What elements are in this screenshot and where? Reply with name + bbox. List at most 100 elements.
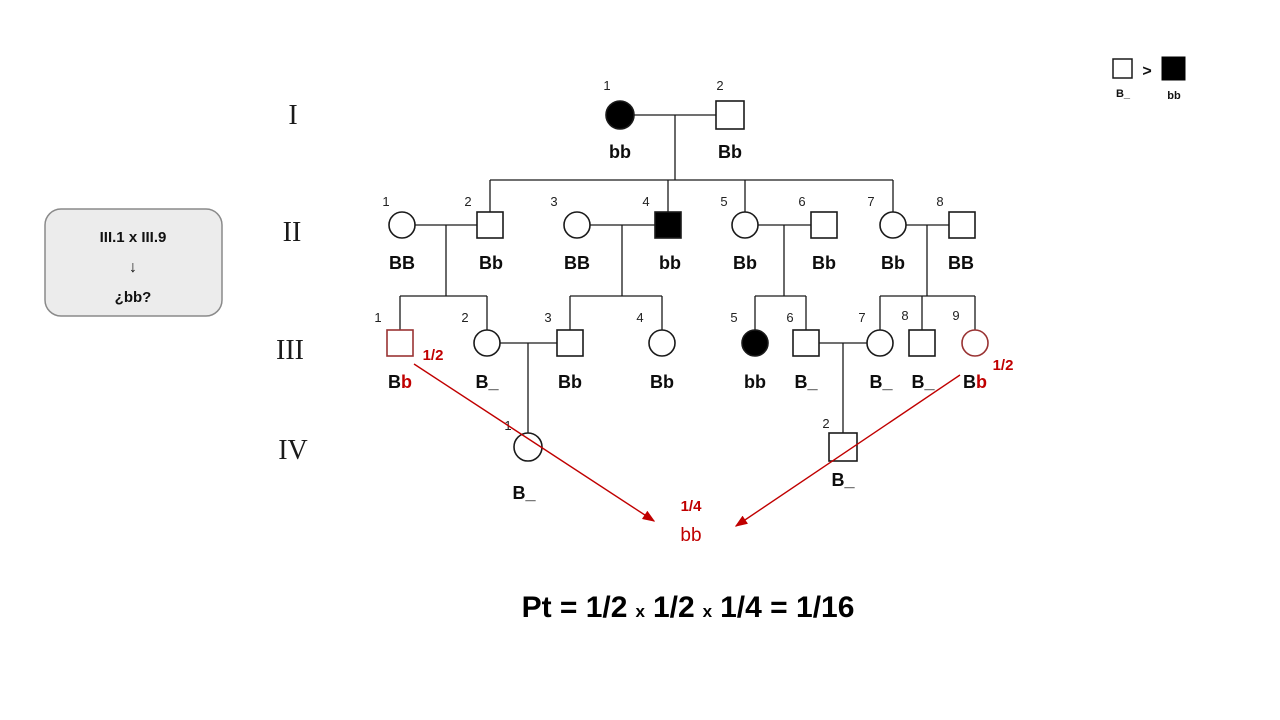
individual-II-6: 6 Bb [798,194,838,273]
individual-genotype: B_ [794,372,818,392]
individual-genotype: BB [564,253,590,273]
individual-genotype: Bb [650,372,674,392]
individual-number: 6 [798,194,805,209]
individual-number: 1 [603,78,610,93]
individual-III-7-symbol [866,329,894,357]
genotype-black-part: B [388,372,401,392]
individual-genotype: BB [389,253,415,273]
generation-label-I: I [288,100,297,131]
individual-number: 1 [374,310,381,325]
generation-label-II: II [283,217,302,248]
individual-number: 3 [550,194,557,209]
formula-part: Pt = 1/2 [522,591,628,624]
result-probability: 1/4 [681,498,703,515]
individual-number: 9 [952,308,959,323]
individual-III-3: 3 Bb [544,310,584,392]
generation-label-IV: IV [278,435,308,466]
question-box-background [44,208,223,317]
individual-II-3-symbol [563,211,591,239]
legend: > B_ bb [1112,56,1186,102]
formula-times: x [635,602,645,621]
individual-number: 2 [822,416,829,431]
family-lines-II7-II8 [879,225,976,330]
individual-II-1-symbol [388,211,416,239]
individual-III-8-symbol [908,329,936,357]
genotype-red-part: b [976,372,987,392]
individual-number: 4 [642,194,649,209]
individual-III-7: 7 B_ [858,310,894,392]
individual-II-5: 5 Bb [720,194,759,273]
individual-genotype: B_ [475,372,499,392]
individual-genotype: bb [744,372,766,392]
probability-label-III-9: 1/2 [993,357,1014,374]
individual-III-5-symbol [741,329,769,357]
legend-unaffected-square [1112,58,1133,79]
formula-part: 1/4 = 1/16 [720,591,854,624]
individual-number: 8 [901,308,908,323]
question-genotype: ¿bb? [115,289,152,306]
individual-number: 5 [720,194,727,209]
genotype-red-part: b [401,372,412,392]
individual-genotype: Bb [558,372,582,392]
individual-II-2-symbol [476,211,504,239]
individual-II-7-symbol [879,211,907,239]
individual-genotype: Bb [963,372,987,392]
individual-III-2-symbol [473,329,501,357]
individual-number: 2 [716,78,723,93]
individual-genotype: Bb [812,253,836,273]
probability-formula: Pt = 1/2 x 1/2 x 1/4 = 1/16 [522,591,855,624]
individual-genotype: BB [948,253,974,273]
individual-genotype: Bb [479,253,503,273]
genotype-black-part: B [963,372,976,392]
individual-number: 7 [858,310,865,325]
individual-III-4: 4 Bb [636,310,676,392]
individual-I-2: 2 Bb [715,78,745,162]
individual-genotype: B_ [512,483,536,503]
individual-IV-1: 1 B_ [504,418,543,503]
pedigree-connections [399,114,976,433]
formula-part: 1/2 [653,591,695,624]
individual-III-1-symbol [386,329,414,357]
individual-IV-2: 2 B_ [822,416,858,490]
individual-III-3-symbol [556,329,584,357]
individual-II-8: 8 BB [936,194,976,273]
individual-genotype: Bb [881,253,905,273]
formula-times: x [703,602,713,621]
family-lines-II5-II6 [754,225,807,330]
legend-dominance-symbol: > [1142,63,1151,80]
individual-III-9-symbol [961,329,989,357]
probability-label-III-1: 1/2 [423,347,444,364]
individual-II-4: 4 bb [642,194,682,273]
individual-genotype: bb [659,253,681,273]
individual-III-5: 5 bb [730,310,769,392]
generation-label-III: III [276,335,304,366]
individual-I-2-symbol [715,100,745,130]
individual-genotype: B_ [911,372,935,392]
individual-number: 1 [382,194,389,209]
individual-genotype: B_ [869,372,893,392]
individual-genotype: Bb [718,142,742,162]
individual-III-8: 8 B_ [901,308,936,392]
legend-affected-square [1161,56,1186,81]
individual-number: 7 [867,194,874,209]
individual-III-6-symbol [792,329,820,357]
individual-III-2: 2 B_ [461,310,501,392]
individual-number: 2 [461,310,468,325]
individual-II-2: 2 Bb [464,194,504,273]
individual-genotype: B_ [831,470,855,490]
individual-II-5-symbol [731,211,759,239]
descent-lines-genIV [527,343,844,433]
legend-dominant-label: B_ [1116,88,1131,100]
individual-III-1: 1 Bb 1/2 [374,310,443,392]
legend-recessive-label: bb [1167,90,1181,102]
individual-II-6-symbol [810,211,838,239]
down-arrow-icon: ↓ [129,259,137,276]
individual-number: 8 [936,194,943,209]
individual-number: 5 [730,310,737,325]
family-lines-II3-II4 [569,225,663,330]
individual-II-7: 7 Bb [867,194,907,273]
individual-II-4-symbol [654,211,682,239]
individual-II-3: 3 BB [550,194,591,273]
individual-number: 6 [786,310,793,325]
family-lines-II1-II2 [399,225,488,330]
